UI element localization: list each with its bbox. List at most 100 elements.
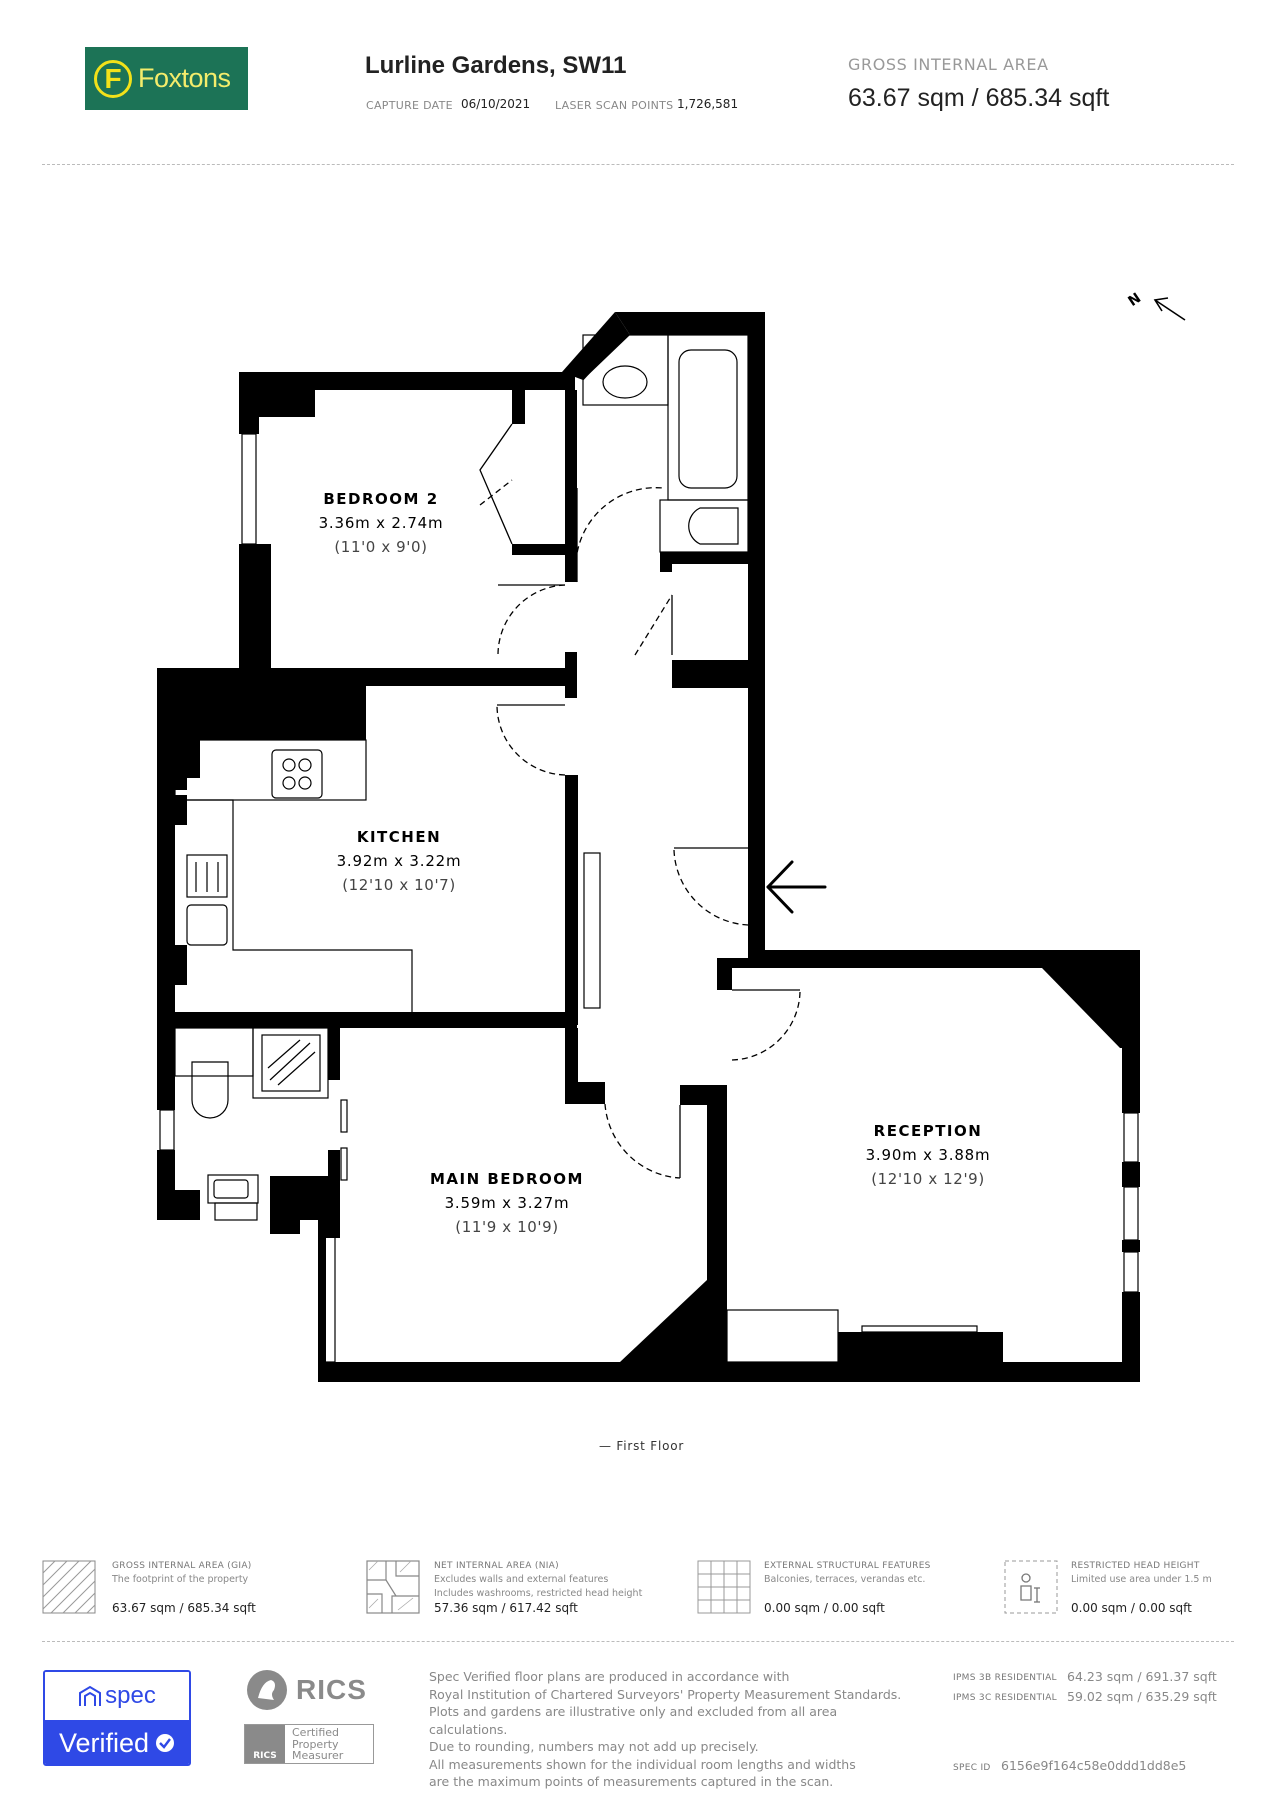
toilet <box>688 507 739 545</box>
window <box>1123 1186 1139 1241</box>
wall <box>318 1362 1140 1382</box>
hob-ring <box>282 758 296 772</box>
stat-desc-gia: The footprint of the property <box>112 1574 249 1585</box>
wall <box>175 1020 330 1028</box>
bathtub <box>667 334 749 501</box>
ipms-3c-label: IPMS 3C RESIDENTIAL <box>953 1693 1057 1703</box>
wall <box>1042 968 1140 1048</box>
rics-small-badge: RICS <box>245 1725 285 1763</box>
door-swing <box>604 1103 681 1179</box>
wall <box>707 1085 727 1362</box>
cupboard <box>583 852 601 1009</box>
wall <box>1122 1292 1140 1382</box>
stat-title-gia: GROSS INTERNAL AREA (GIA) <box>112 1561 252 1571</box>
drainer <box>186 854 228 898</box>
wall <box>562 312 630 380</box>
spec-verified-label: Verified <box>58 1727 150 1758</box>
vanity <box>214 1202 258 1221</box>
spec-id-label: SPEC ID <box>953 1763 991 1773</box>
room-name-main-bedroom: MAIN BEDROOM <box>430 1170 584 1188</box>
wall <box>717 848 1140 990</box>
rics-certified-box: RICS Certified Property Measurer <box>244 1724 374 1764</box>
door-swing <box>496 704 566 776</box>
room-size-imperial-reception: (12'10 x 12'9) <box>871 1170 985 1188</box>
door-swing <box>634 594 673 656</box>
wall <box>660 552 748 564</box>
wall <box>620 1280 707 1362</box>
disclaimer-line: All measurements shown for the individua… <box>429 1756 856 1772</box>
spec-verified-badge: spec Verified <box>43 1670 191 1766</box>
hob-ring <box>282 776 296 790</box>
gia-label: GROSS INTERNAL AREA <box>848 55 1049 74</box>
scan-points: 1,726,581 <box>677 97 739 111</box>
wall <box>1122 1162 1140 1187</box>
wall <box>672 660 684 688</box>
hob <box>271 749 323 799</box>
shower-tray-inner <box>261 1034 321 1092</box>
wall <box>615 312 765 848</box>
toilet <box>191 1061 229 1119</box>
wall <box>838 1332 1003 1362</box>
stat-value-gia: 63.67 sqm / 685.34 sqft <box>112 1601 256 1615</box>
disclaimer-line: Royal Institution of Chartered Surveyors… <box>429 1686 902 1702</box>
capture-date: 06/10/2021 <box>461 97 531 111</box>
washbasin <box>207 1174 259 1204</box>
tv-unit <box>726 1309 839 1363</box>
room-name-bedroom-2: BEDROOM 2 <box>323 490 438 508</box>
wall <box>512 390 525 424</box>
wall <box>565 652 577 698</box>
disclaimer-line: are the maximum points of measurements c… <box>429 1774 834 1789</box>
gia-value: 63.67 sqm / 685.34 sqft <box>848 84 1110 112</box>
wall <box>157 1020 175 1110</box>
foxtons-logo-mark: F <box>94 59 132 98</box>
nia-plan-icon <box>366 1560 420 1614</box>
spec-brand: spec <box>105 1682 156 1709</box>
wall <box>565 390 577 582</box>
spec-verified: Verified <box>45 1720 189 1764</box>
floor-label: — First Floor <box>599 1439 685 1453</box>
stat-value-external: 0.00 sqm / 0.00 sqft <box>764 1601 885 1615</box>
room-size-imperial-main-bedroom: (11'9 x 10'9) <box>455 1218 558 1236</box>
gia-hatch-icon <box>42 1560 96 1614</box>
rics-wordmark: RICS <box>296 1674 367 1705</box>
spec-logo: spec <box>45 1672 189 1720</box>
wall <box>239 372 259 434</box>
wall <box>565 775 578 1025</box>
wall <box>328 1020 340 1080</box>
scan-points-label: LASER SCAN POINTS <box>555 99 674 112</box>
washbasin-bowl <box>602 365 648 399</box>
footer-divider <box>42 1641 1234 1642</box>
stat-title-restricted: RESTRICTED HEAD HEIGHT <box>1071 1561 1200 1571</box>
door-swing <box>575 487 664 583</box>
window <box>320 1233 336 1363</box>
wall <box>175 795 187 825</box>
room-size-imperial-kitchen: (12'10 x 10'7) <box>342 876 456 894</box>
shower-tray <box>252 1027 329 1099</box>
worktop <box>174 739 367 801</box>
stat-value-restricted: 0.00 sqm / 0.00 sqft <box>1071 1601 1192 1615</box>
entrance-arrow-icon <box>766 860 827 914</box>
ipms-3b-value: 64.23 sqm / 691.37 sqft <box>1067 1669 1217 1684</box>
property-title: Lurline Gardens, SW11 <box>365 52 627 79</box>
wall <box>157 668 366 790</box>
wall <box>157 790 175 1020</box>
wall <box>672 660 748 688</box>
window <box>1123 1112 1139 1163</box>
window <box>241 433 257 545</box>
door-swing <box>731 991 801 1061</box>
verified-check-icon <box>156 1734 175 1752</box>
shower-hatch <box>267 1039 301 1069</box>
room-name-reception: RECEPTION <box>874 1122 983 1140</box>
north-compass-label: N <box>1125 290 1144 310</box>
rics-certified-line: Property <box>292 1737 339 1751</box>
north-compass-icon <box>1153 297 1186 321</box>
bathtub-inner <box>678 349 738 489</box>
wall <box>259 544 271 670</box>
stat-title-nia: NET INTERNAL AREA (NIA) <box>434 1561 559 1571</box>
capture-date-label: CAPTURE DATE <box>366 99 453 112</box>
hob-ring <box>298 758 312 772</box>
stat-title-external: EXTERNAL STRUCTURAL FEATURES <box>764 1561 931 1571</box>
window <box>159 789 175 863</box>
ipms-3c-value: 59.02 sqm / 635.29 sqft <box>1067 1689 1217 1704</box>
